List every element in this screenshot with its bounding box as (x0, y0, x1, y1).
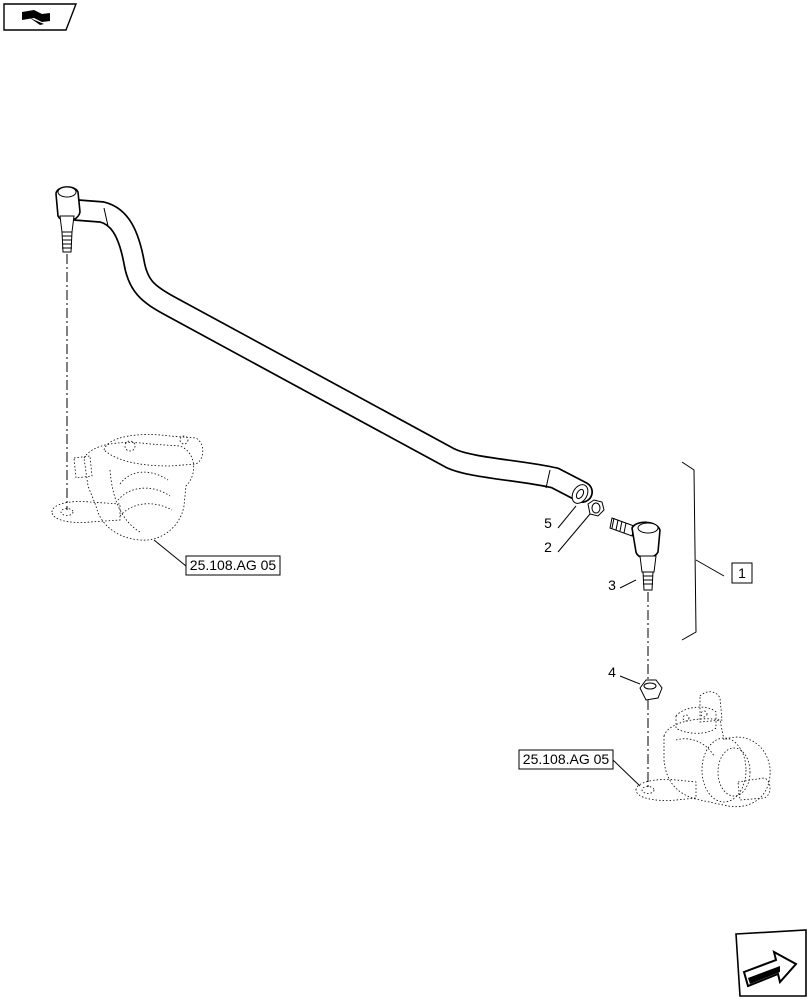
callout-2: 2 (544, 539, 552, 555)
jam-nut (587, 499, 605, 517)
callout-1: 1 (738, 565, 746, 581)
svg-text:25.108.AG 05: 25.108.AG 05 (190, 557, 277, 573)
callout-4: 4 (608, 664, 616, 680)
right-knuckle-reference[interactable]: 25.108.AG 05 (518, 749, 614, 770)
right-tie-rod-end (609, 517, 661, 591)
left-steering-knuckle (51, 434, 204, 567)
left-knuckle-reference[interactable]: 25.108.AG 05 (185, 555, 281, 576)
castle-nut (639, 679, 663, 701)
next-page-arrow-icon[interactable] (735, 929, 807, 997)
book-page-arrow-icon[interactable] (3, 3, 78, 31)
callout-5: 5 (544, 515, 552, 531)
tie-rod-tube (65, 199, 593, 504)
right-steering-knuckle (635, 691, 771, 808)
assembly-bracket: 1 (681, 461, 753, 641)
svg-text:25.108.AG 05: 25.108.AG 05 (523, 751, 610, 767)
left-tie-rod-end (55, 186, 81, 253)
item-1-box (731, 562, 753, 584)
callout-3: 3 (608, 577, 616, 593)
